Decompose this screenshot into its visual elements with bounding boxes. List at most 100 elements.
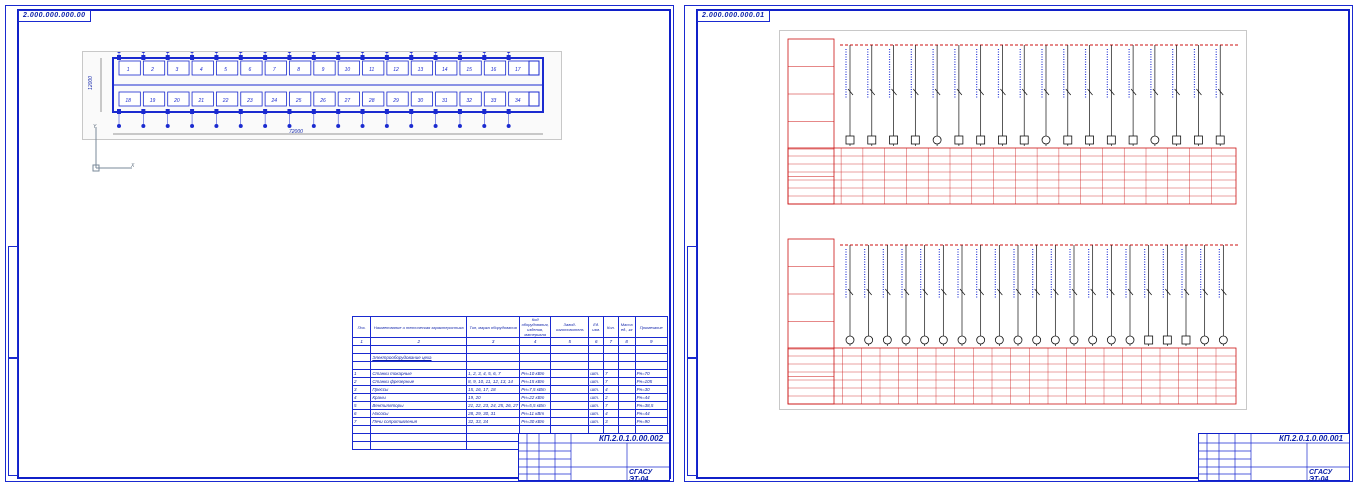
breaker-symbol bbox=[1034, 288, 1040, 296]
axis-bubble bbox=[165, 124, 170, 128]
breaker-symbol bbox=[913, 88, 919, 96]
breaker-symbol bbox=[847, 288, 854, 296]
breaker-symbol bbox=[1109, 288, 1115, 296]
machine-top bbox=[216, 60, 239, 76]
axis-bubble bbox=[239, 52, 243, 53]
breaker-symbol bbox=[1130, 88, 1137, 96]
machine-top bbox=[191, 60, 214, 76]
distribution-panel bbox=[528, 60, 540, 76]
axis-bubble bbox=[190, 52, 194, 53]
axis-bubble bbox=[482, 52, 487, 53]
machine-bottom bbox=[118, 91, 141, 107]
organization: СГАСУ ЭТ-04 bbox=[629, 469, 653, 483]
side-strip-lower bbox=[687, 358, 697, 476]
spec-cell-mass bbox=[617, 401, 636, 410]
axis-bubble bbox=[141, 52, 146, 53]
load-symbol bbox=[1162, 335, 1172, 345]
spec-section-row: Электрооборудование цеха bbox=[351, 353, 669, 362]
spec-cell-note: Рн=38,5 bbox=[634, 401, 669, 410]
machine-number-bottom: 30 bbox=[418, 98, 424, 104]
spec-empty-cell bbox=[617, 361, 636, 370]
breaker-symbol bbox=[1087, 88, 1093, 96]
spec-cell-code: Рн=15 кВт bbox=[519, 377, 552, 386]
load-symbol bbox=[1041, 135, 1051, 145]
spec-empty-cell bbox=[370, 441, 468, 450]
machine-number-bottom: 33 bbox=[491, 98, 497, 104]
spec-number-cell: 9 bbox=[634, 337, 669, 346]
spec-empty-cell bbox=[617, 345, 636, 354]
spec-empty-cell bbox=[634, 345, 669, 354]
machine-number-bottom: 24 bbox=[271, 98, 278, 104]
machine-number-top: 17 bbox=[515, 67, 521, 73]
machine-bottom bbox=[483, 91, 507, 107]
spec-cell-maker bbox=[550, 401, 590, 410]
axis-bubble bbox=[433, 52, 438, 53]
load-symbol bbox=[1125, 335, 1135, 345]
spec-section-title: Электрооборудование цеха bbox=[370, 353, 468, 362]
machine-top bbox=[362, 60, 385, 76]
machine-bottom bbox=[216, 91, 239, 107]
spec-cell-pos: 5 bbox=[351, 401, 372, 410]
single-line-diagram-drawing bbox=[787, 38, 1240, 405]
spec-cell-unit: шт. bbox=[588, 377, 605, 386]
load-symbol bbox=[882, 335, 892, 345]
load-symbol bbox=[1150, 135, 1160, 145]
spec-empty-cell bbox=[588, 361, 605, 370]
plan-length-dimension: 72000 bbox=[289, 129, 303, 135]
column-marker bbox=[117, 109, 121, 114]
load-symbol bbox=[1194, 135, 1203, 145]
load-symbol bbox=[976, 135, 986, 145]
spec-cell-name: Краны bbox=[370, 393, 468, 402]
machine-number-bottom: 22 bbox=[222, 98, 229, 104]
load-symbol bbox=[938, 335, 948, 345]
machine-bottom bbox=[435, 91, 458, 107]
spec-header-cell: Код оборудования, изделия, материала bbox=[519, 316, 552, 338]
spec-cell-unit: шт. bbox=[588, 409, 605, 418]
machine-top bbox=[459, 60, 482, 76]
machine-top bbox=[313, 60, 336, 76]
spec-empty-cell bbox=[351, 353, 372, 362]
breaker-symbol bbox=[956, 88, 963, 96]
spec-cell-type: 19, 20 bbox=[466, 393, 521, 402]
axis-bubble bbox=[141, 124, 146, 128]
breaker-symbol bbox=[1196, 88, 1202, 96]
organization: СГАСУ ЭТ-04 bbox=[1309, 469, 1333, 483]
machine-number-top: 16 bbox=[491, 67, 497, 73]
single-line-diagram bbox=[779, 30, 1247, 410]
breaker-symbol bbox=[934, 88, 941, 96]
machine-top bbox=[289, 60, 312, 76]
axis-bubble bbox=[457, 124, 462, 128]
axis-bubble bbox=[385, 52, 389, 53]
spec-cell-unit: шт. bbox=[588, 369, 605, 378]
load-symbol bbox=[1181, 335, 1191, 345]
spec-number-cell: 8 bbox=[617, 337, 636, 346]
machine-top bbox=[337, 60, 360, 76]
axis-bubble bbox=[312, 52, 316, 53]
spec-empty-cell bbox=[634, 361, 669, 370]
load-symbol bbox=[1050, 335, 1060, 345]
spec-empty-cell bbox=[550, 361, 590, 370]
load-symbol bbox=[845, 335, 855, 345]
spec-cell-pos: 7 bbox=[351, 417, 372, 426]
spec-empty-cell bbox=[519, 353, 552, 362]
load-symbol bbox=[976, 335, 986, 345]
axis-bubble bbox=[287, 52, 292, 53]
breaker-symbol bbox=[1202, 288, 1208, 296]
machine-number-top: 4 bbox=[200, 67, 203, 73]
sheet-title-tab: 2.000.000.000.01 bbox=[697, 10, 770, 22]
breaker-symbol bbox=[1221, 288, 1227, 296]
column-marker bbox=[263, 109, 268, 114]
spec-cell-qty: 4 bbox=[603, 385, 619, 394]
spec-empty-cell bbox=[351, 441, 372, 450]
load-symbol bbox=[932, 135, 942, 145]
load-symbol bbox=[889, 135, 898, 145]
spec-empty-cell bbox=[466, 425, 521, 434]
spec-cell-type: 1, 2, 3, 4, 5, 6, 7 bbox=[466, 369, 521, 378]
spec-cell-maker bbox=[550, 409, 590, 418]
machine-number-top: 11 bbox=[369, 67, 374, 73]
doc-code: КП.2.0.1.0.00.001 bbox=[1279, 434, 1344, 443]
spec-cell-code: Рн=5,5 кВт bbox=[519, 401, 552, 410]
